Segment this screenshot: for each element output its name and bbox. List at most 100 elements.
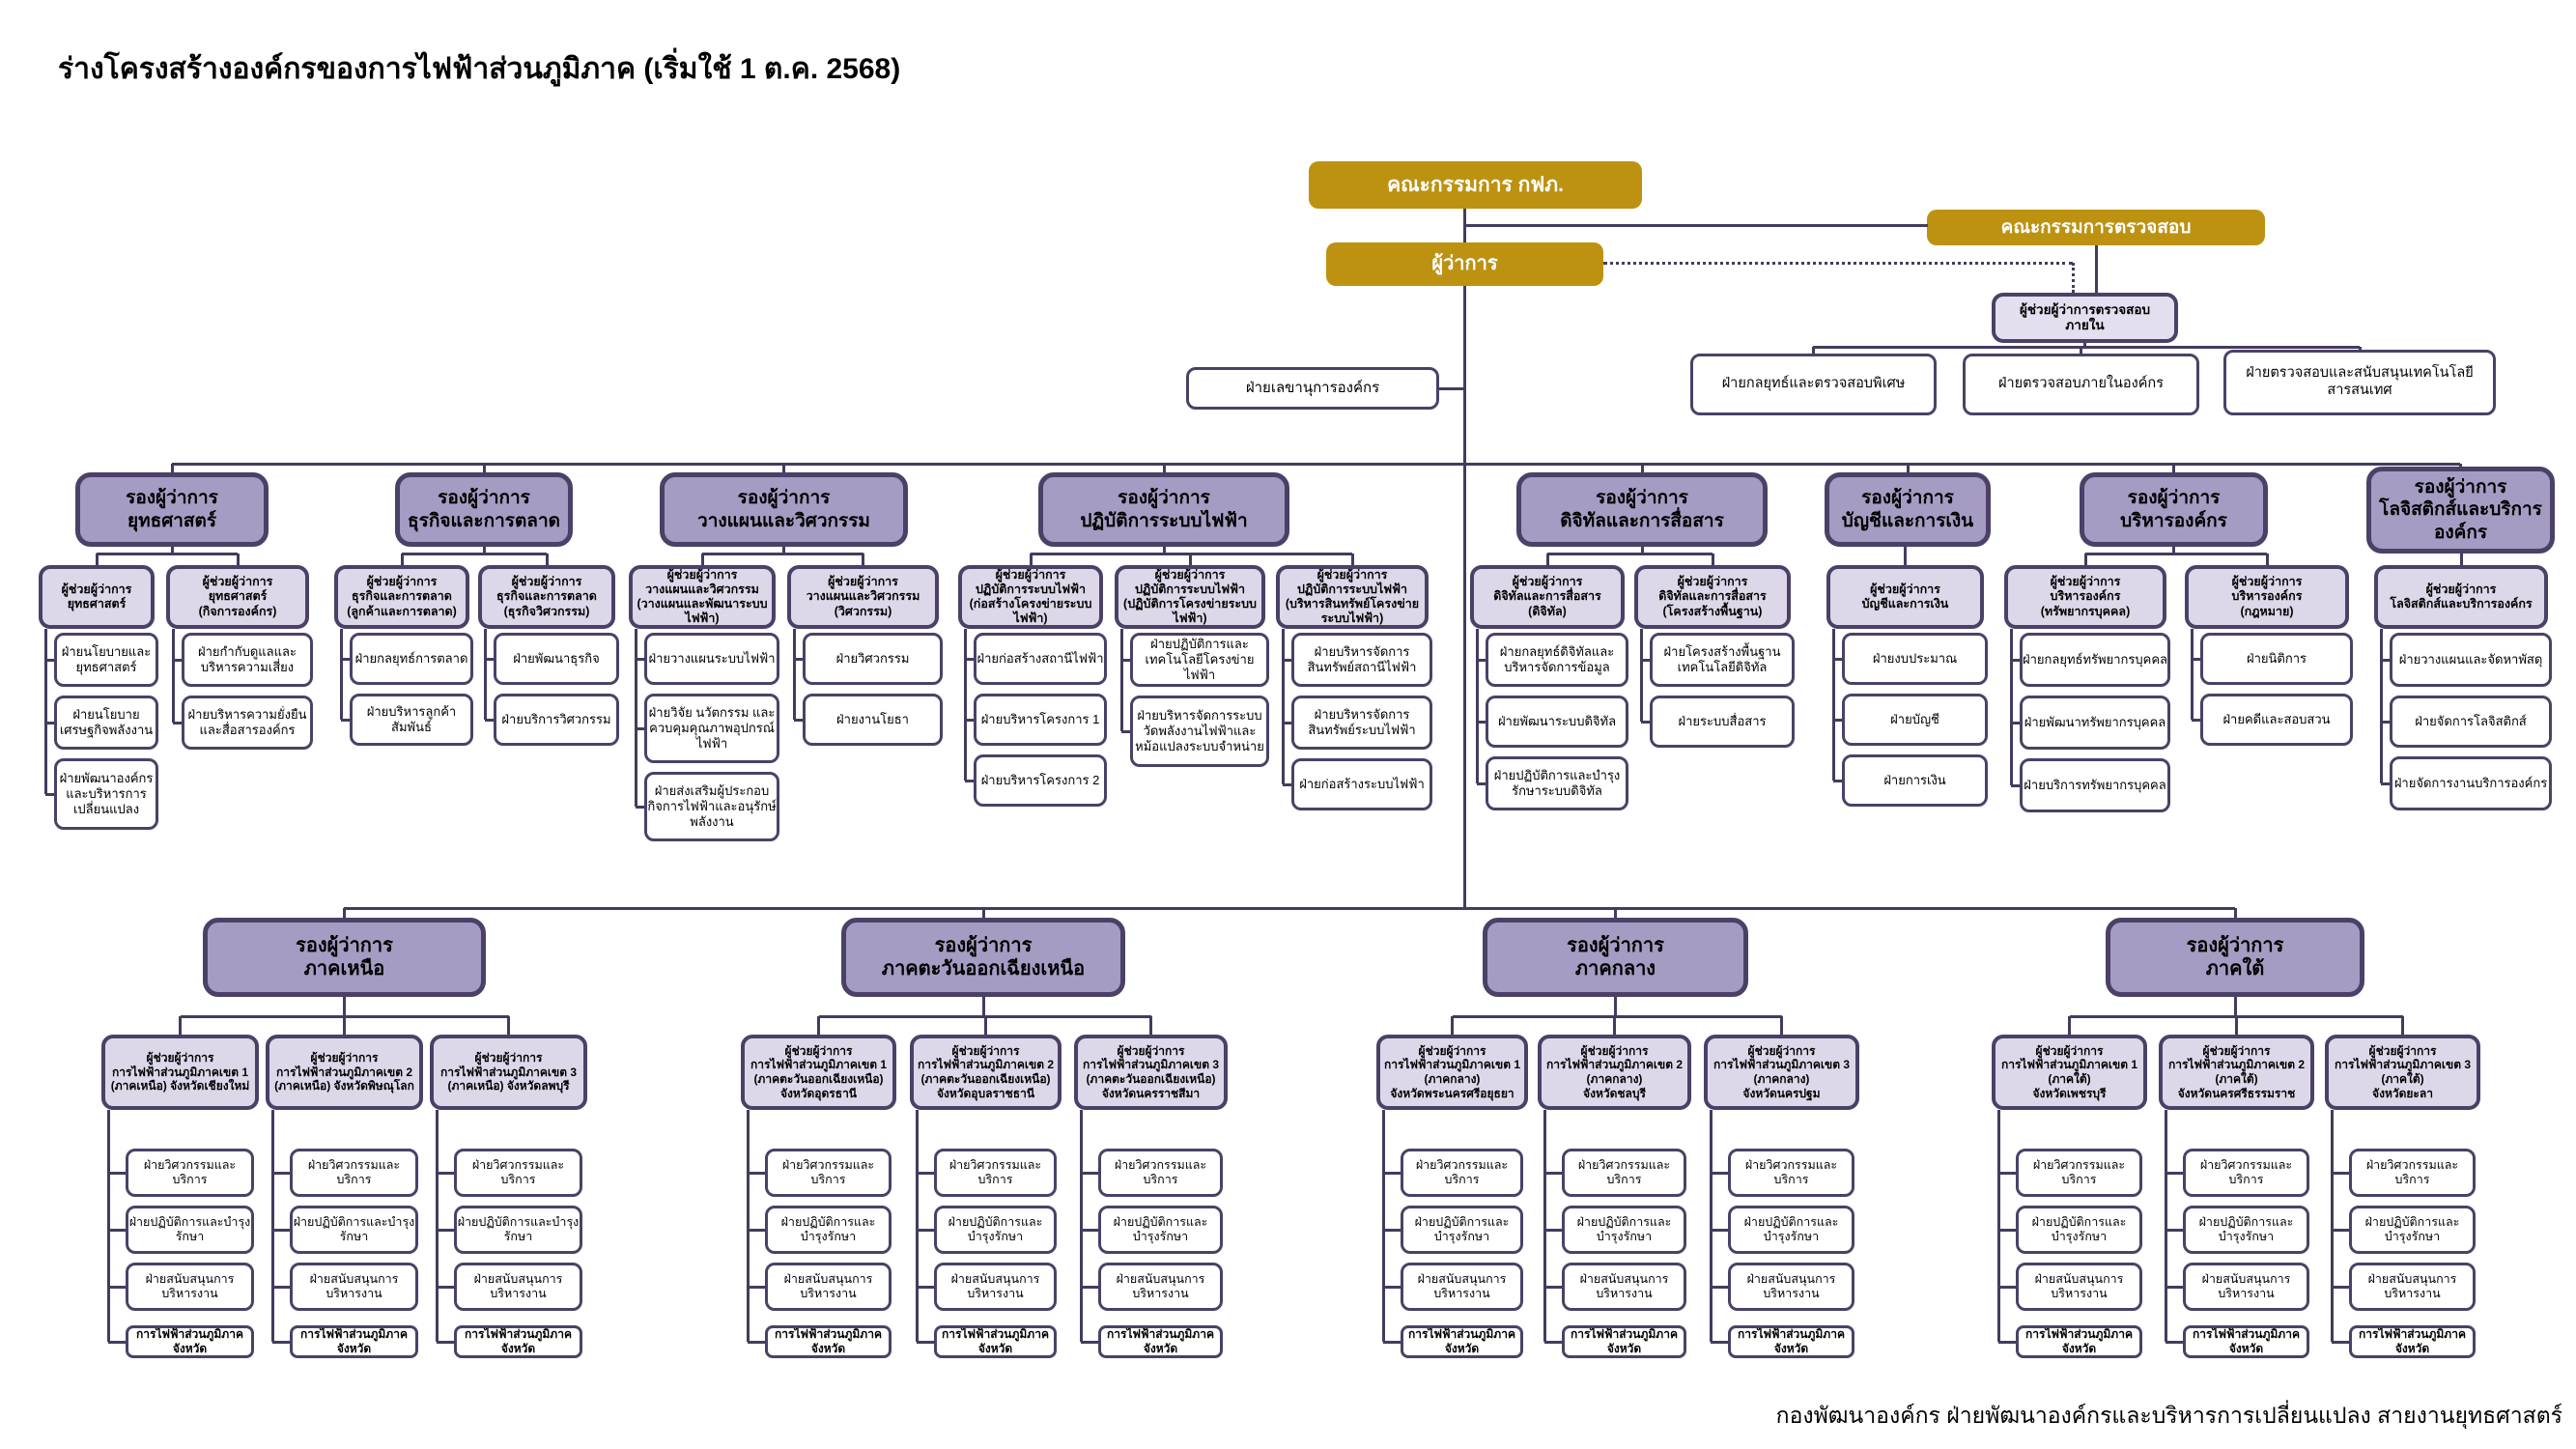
- regional-assistant-governor-box: ผู้ช่วยผู้ว่าการ การไฟฟ้าส่วนภูมิภาคเขต …: [1538, 1035, 1691, 1110]
- connector-line: [748, 1228, 765, 1232]
- department-box: ฝ่ายบริหารความยั่งยืนและสื่อสารองค์กร: [182, 696, 313, 750]
- connector-line: [485, 718, 494, 722]
- department-box: ฝ่ายสนับสนุนการบริหารงาน: [454, 1263, 582, 1311]
- connector-line: [342, 908, 346, 918]
- connector-line: [1833, 779, 1842, 782]
- connector-line: [981, 997, 985, 1016]
- deputy-governor-box: รองผู้ว่าการ ปฏิบัติการระบบไฟฟ้า: [1038, 472, 1289, 547]
- connector-line: [636, 657, 644, 661]
- department-box: ฝ่ายวิศวกรรมและบริการ: [2349, 1149, 2476, 1197]
- connector-line: [1641, 720, 1650, 724]
- connector-line: [792, 629, 796, 720]
- connector-line: [2083, 554, 2087, 565]
- department-box: ฝ่ายวิศวกรรมและบริการ: [290, 1149, 418, 1197]
- department-box: ฝ่ายสนับสนุนการบริหารงาน: [1728, 1263, 1854, 1311]
- department-box: ฝ่ายปฏิบัติการและบำรุงรักษา: [1401, 1206, 1523, 1254]
- deputy-governor-box: รองผู้ว่าการ บัญชีและการเงิน: [1825, 472, 1991, 547]
- assistant-governor-box: ผู้ช่วยผู้ว่าการ วางแผนและวิศวกรรม (วางแ…: [629, 565, 776, 629]
- connector-line: [437, 1171, 454, 1175]
- connector-line: [108, 1340, 126, 1344]
- connector-line: [1283, 721, 1291, 724]
- department-box: ฝ่ายสนับสนุนการบริหารงาน: [1098, 1263, 1223, 1311]
- pea-province-box: การไฟฟ้าส่วนภูมิภาคจังหวัด: [126, 1325, 254, 1358]
- department-box: ฝ่ายคดีและสอบสวน: [2200, 694, 2353, 746]
- connector-line: [2192, 657, 2200, 661]
- connector-line: [170, 547, 174, 554]
- department-box: ฝ่ายบริหารจัดการสินทรัพย์ระบบไฟฟ้า: [1291, 696, 1432, 750]
- connector-line: [781, 464, 785, 472]
- connector-line: [1477, 781, 1486, 785]
- connector-line: [963, 629, 967, 781]
- regional-deputy-governor-box: รองผู้ว่าการ ภาคตะวันออกเฉียงเหนือ: [841, 918, 1125, 997]
- connector-line: [2085, 552, 2267, 555]
- department-box: ฝ่ายสนับสนุนการบริหารงาน: [2016, 1263, 2142, 1311]
- connector-line: [1906, 464, 1910, 472]
- regional-assistant-governor-box: ผู้ช่วยผู้ว่าการ การไฟฟ้าส่วนภูมิภาคเขต …: [741, 1035, 896, 1110]
- department-box: ฝ่ายจัดการงานบริการองค์กร: [2390, 756, 2552, 810]
- assistant-governor-box: ผู้ช่วยผู้ว่าการ ปฏิบัติการระบบไฟฟ้า (ก่…: [958, 565, 1103, 629]
- department-box: ฝ่ายปฏิบัติการและบำรุงรักษา: [2016, 1206, 2142, 1254]
- department-box: ฝ่ายบริการทรัพยากรบุคคล: [2020, 758, 2170, 812]
- deputy-governor-box: รองผู้ว่าการ ยุทธศาสตร์: [75, 472, 269, 547]
- connector-line: [1603, 261, 2073, 265]
- department-box: ฝ่ายวิศวกรรมและบริการ: [2016, 1149, 2142, 1197]
- department-box: ฝ่ายบัญชี: [1842, 694, 1988, 746]
- connector-line: [2071, 263, 2075, 293]
- connector-line: [1711, 1285, 1728, 1289]
- connector-line: [817, 1016, 820, 1035]
- connector-line: [1639, 629, 1643, 722]
- connector-line: [1831, 629, 1835, 781]
- connector-line: [1081, 1340, 1098, 1344]
- page-title: ร่างโครงสร้างองค์กรของการไฟฟ้าส่วนภูมิภา…: [58, 53, 901, 85]
- department-box: ฝ่ายพัฒนาระบบดิจิทัล: [1486, 696, 1628, 748]
- assistant-governor-box: ผู้ช่วยผู้ว่าการ บัญชีและการเงิน: [1826, 565, 1984, 629]
- connector-line: [179, 1016, 182, 1035]
- credit-text: กองพัฒนาองค์กร ฝ่ายพัฒนาองค์กรและบริหารก…: [1775, 1403, 2562, 1428]
- connector-line: [2330, 1110, 2334, 1342]
- pea-province-box: การไฟฟ้าส่วนภูมิภาคจังหวัด: [765, 1325, 892, 1358]
- connector-line: [545, 554, 549, 565]
- connector-line: [2233, 908, 2237, 918]
- connector-line: [2235, 1016, 2238, 1035]
- department-box: ฝ่ายวิศวกรรมและบริการ: [2183, 1149, 2309, 1197]
- connector-line: [2082, 343, 2086, 347]
- connector-line: [400, 554, 404, 565]
- connector-line: [636, 805, 644, 809]
- connector-line: [1711, 1228, 1728, 1232]
- department-box: ฝ่ายวางแผนและจัดหาพัสดุ: [2390, 633, 2552, 687]
- connector-line: [1162, 547, 1166, 554]
- department-box: ฝ่ายนิติการ: [2200, 633, 2353, 685]
- connector-line: [965, 657, 974, 661]
- connector-line: [108, 1171, 126, 1175]
- connector-line: [170, 464, 174, 472]
- connector-line: [2166, 1285, 2183, 1289]
- internal-audit-assistant-box: ผู้ช่วยผู้ว่าการตรวจสอบ ภายใน: [1992, 293, 2178, 343]
- regional-assistant-governor-box: ผู้ช่วยผู้ว่าการ การไฟฟ้าส่วนภูมิภาคเขต …: [1074, 1035, 1228, 1110]
- department-box: ฝ่ายปฏิบัติการและบำรุงรักษา: [1098, 1206, 1223, 1254]
- connector-line: [794, 657, 803, 661]
- connector-line: [702, 552, 863, 555]
- connector-line: [981, 908, 985, 918]
- connector-line: [483, 629, 487, 720]
- connector-line: [1711, 1171, 1728, 1175]
- department-box: ฝ่ายพัฒนาองค์กรและบริหารการเปลี่ยนแปลง: [54, 758, 158, 830]
- pea-province-box: การไฟฟ้าส่วนภูมิภาคจังหวัด: [1098, 1325, 1223, 1358]
- connector-line: [700, 554, 704, 565]
- connector-line: [2166, 1171, 2183, 1175]
- assistant-governor-box: ผู้ช่วยผู้ว่าการ ธุรกิจและการตลาด (ลูกค้…: [334, 565, 469, 629]
- connector-line: [1079, 1110, 1083, 1342]
- assistant-governor-box: ผู้ช่วยผู้ว่าการ ยุทธศาสตร์ (กิจการองค์ก…: [166, 565, 309, 629]
- connector-line: [1383, 1340, 1401, 1344]
- connector-line: [341, 718, 350, 722]
- department-box: ฝ่ายระบบสื่อสาร: [1650, 696, 1795, 748]
- connector-line: [636, 726, 644, 730]
- regional-assistant-governor-box: ผู้ช่วยผู้ว่าการ การไฟฟ้าส่วนภูมิภาคเขต …: [1704, 1035, 1859, 1110]
- department-box: ฝ่ายสนับสนุนการบริหารงาน: [2349, 1263, 2476, 1311]
- connector-line: [437, 1340, 454, 1344]
- connector-line: [2332, 1285, 2349, 1289]
- pea-province-box: การไฟฟ้าส่วนภูมิภาคจังหวัด: [1401, 1325, 1523, 1358]
- connector-line: [342, 997, 346, 1016]
- department-box: ฝ่ายปฏิบัติการและบำรุงรักษา: [1728, 1206, 1854, 1254]
- connector-line: [1439, 386, 1464, 390]
- connector-line: [1475, 629, 1479, 783]
